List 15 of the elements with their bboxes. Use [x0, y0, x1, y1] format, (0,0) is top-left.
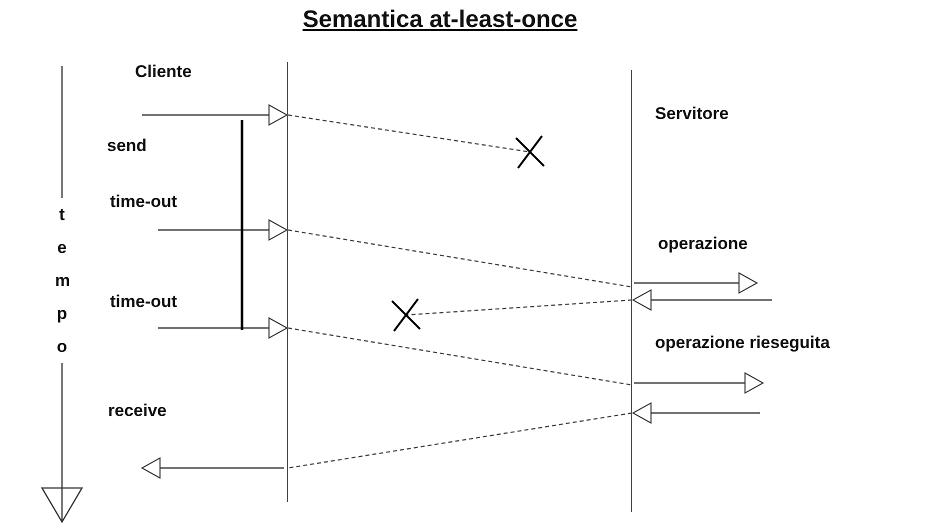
- message-label: send: [107, 136, 147, 156]
- lifeline-label: Cliente: [135, 62, 192, 82]
- message-line: [406, 299, 632, 316]
- message-line: [288, 327, 632, 386]
- lifeline-label: Servitore: [655, 104, 729, 124]
- message-line: [288, 114, 530, 153]
- message-label: time-out: [110, 192, 178, 212]
- message-label: operazione: [658, 234, 748, 254]
- message-line: [288, 229, 632, 288]
- message-label: receive: [108, 401, 167, 421]
- diagram-title: Semantica at-least-once: [302, 6, 578, 34]
- message-line: [288, 412, 632, 469]
- message-label: time-out: [110, 292, 178, 312]
- message-label: operazione rieseguita: [655, 333, 830, 353]
- axis-label: tempo: [55, 198, 69, 363]
